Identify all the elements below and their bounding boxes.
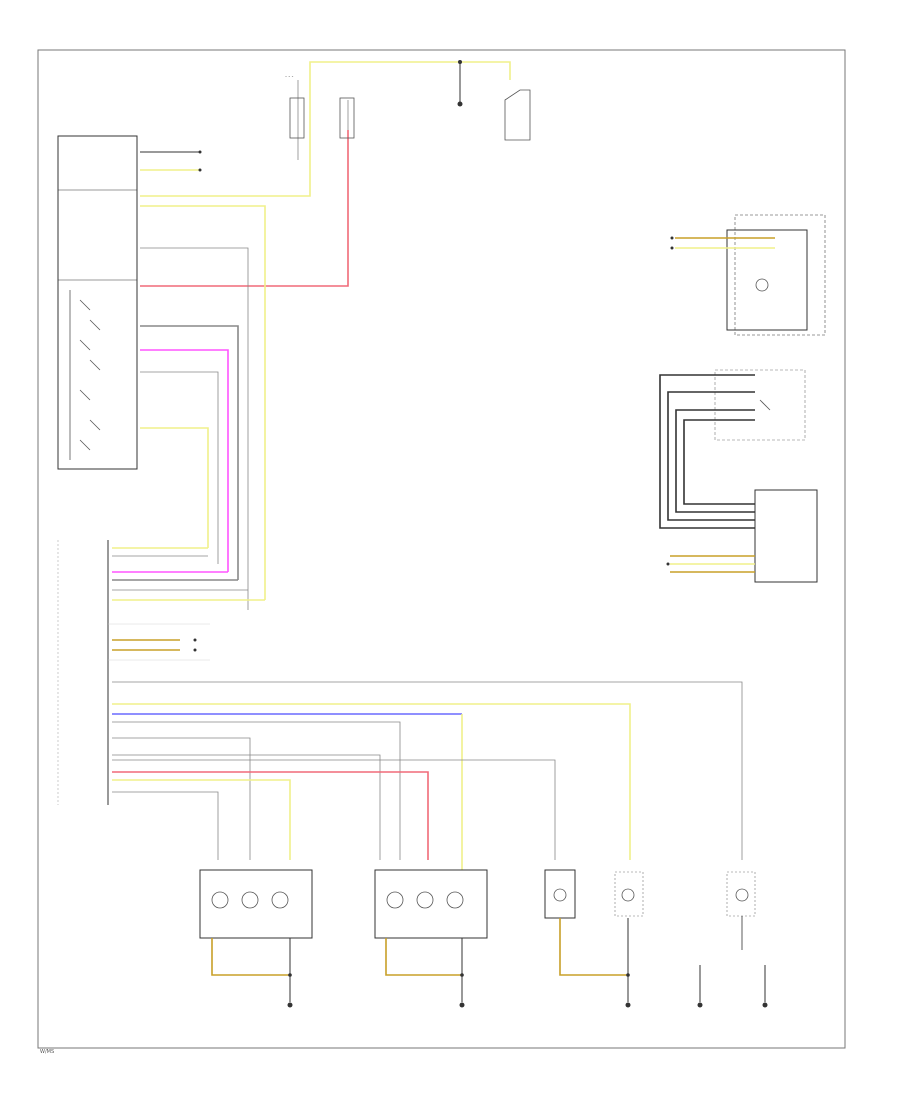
ground-wires <box>211 916 768 1008</box>
left-headlamp-assembly <box>199 869 313 939</box>
module-c <box>504 89 531 141</box>
left-front-side-marker-lamp <box>544 869 576 919</box>
headlight-dimmer-switch <box>714 369 806 441</box>
ground-point-3 <box>625 1002 631 1008</box>
diagram-code: W/MS <box>40 1049 54 1055</box>
right-headlamp-assembly <box>374 869 488 939</box>
diagram-frame <box>37 49 846 1049</box>
module-switch-wires <box>112 547 265 652</box>
ground-point-5 <box>762 1002 768 1008</box>
light-switch-wires <box>140 150 266 610</box>
ground-point-1 <box>287 1002 293 1008</box>
license-plate-lamp <box>726 871 756 917</box>
ground-dot <box>457 101 463 107</box>
instrument-cluster <box>670 214 826 336</box>
fuse-feed-wires <box>140 60 511 287</box>
steering-column-electronic-systems-control-module <box>666 489 818 583</box>
fuse-b <box>339 97 355 139</box>
ground-point-4 <box>697 1002 703 1008</box>
vehicle-electrical-system-control-module <box>57 540 210 805</box>
light-switch <box>57 135 138 470</box>
ground-point-2 <box>459 1002 465 1008</box>
right-front-side-marker-lamp <box>614 871 644 917</box>
svg-text:⁃ ⁃ ⁃: ⁃ ⁃ ⁃ <box>285 74 294 79</box>
steering-column-wires <box>659 374 755 529</box>
warning-lamp-icon <box>755 278 769 292</box>
fuse-a: ⁃ ⁃ ⁃ <box>285 74 305 139</box>
module-lamp-wires <box>112 681 743 870</box>
